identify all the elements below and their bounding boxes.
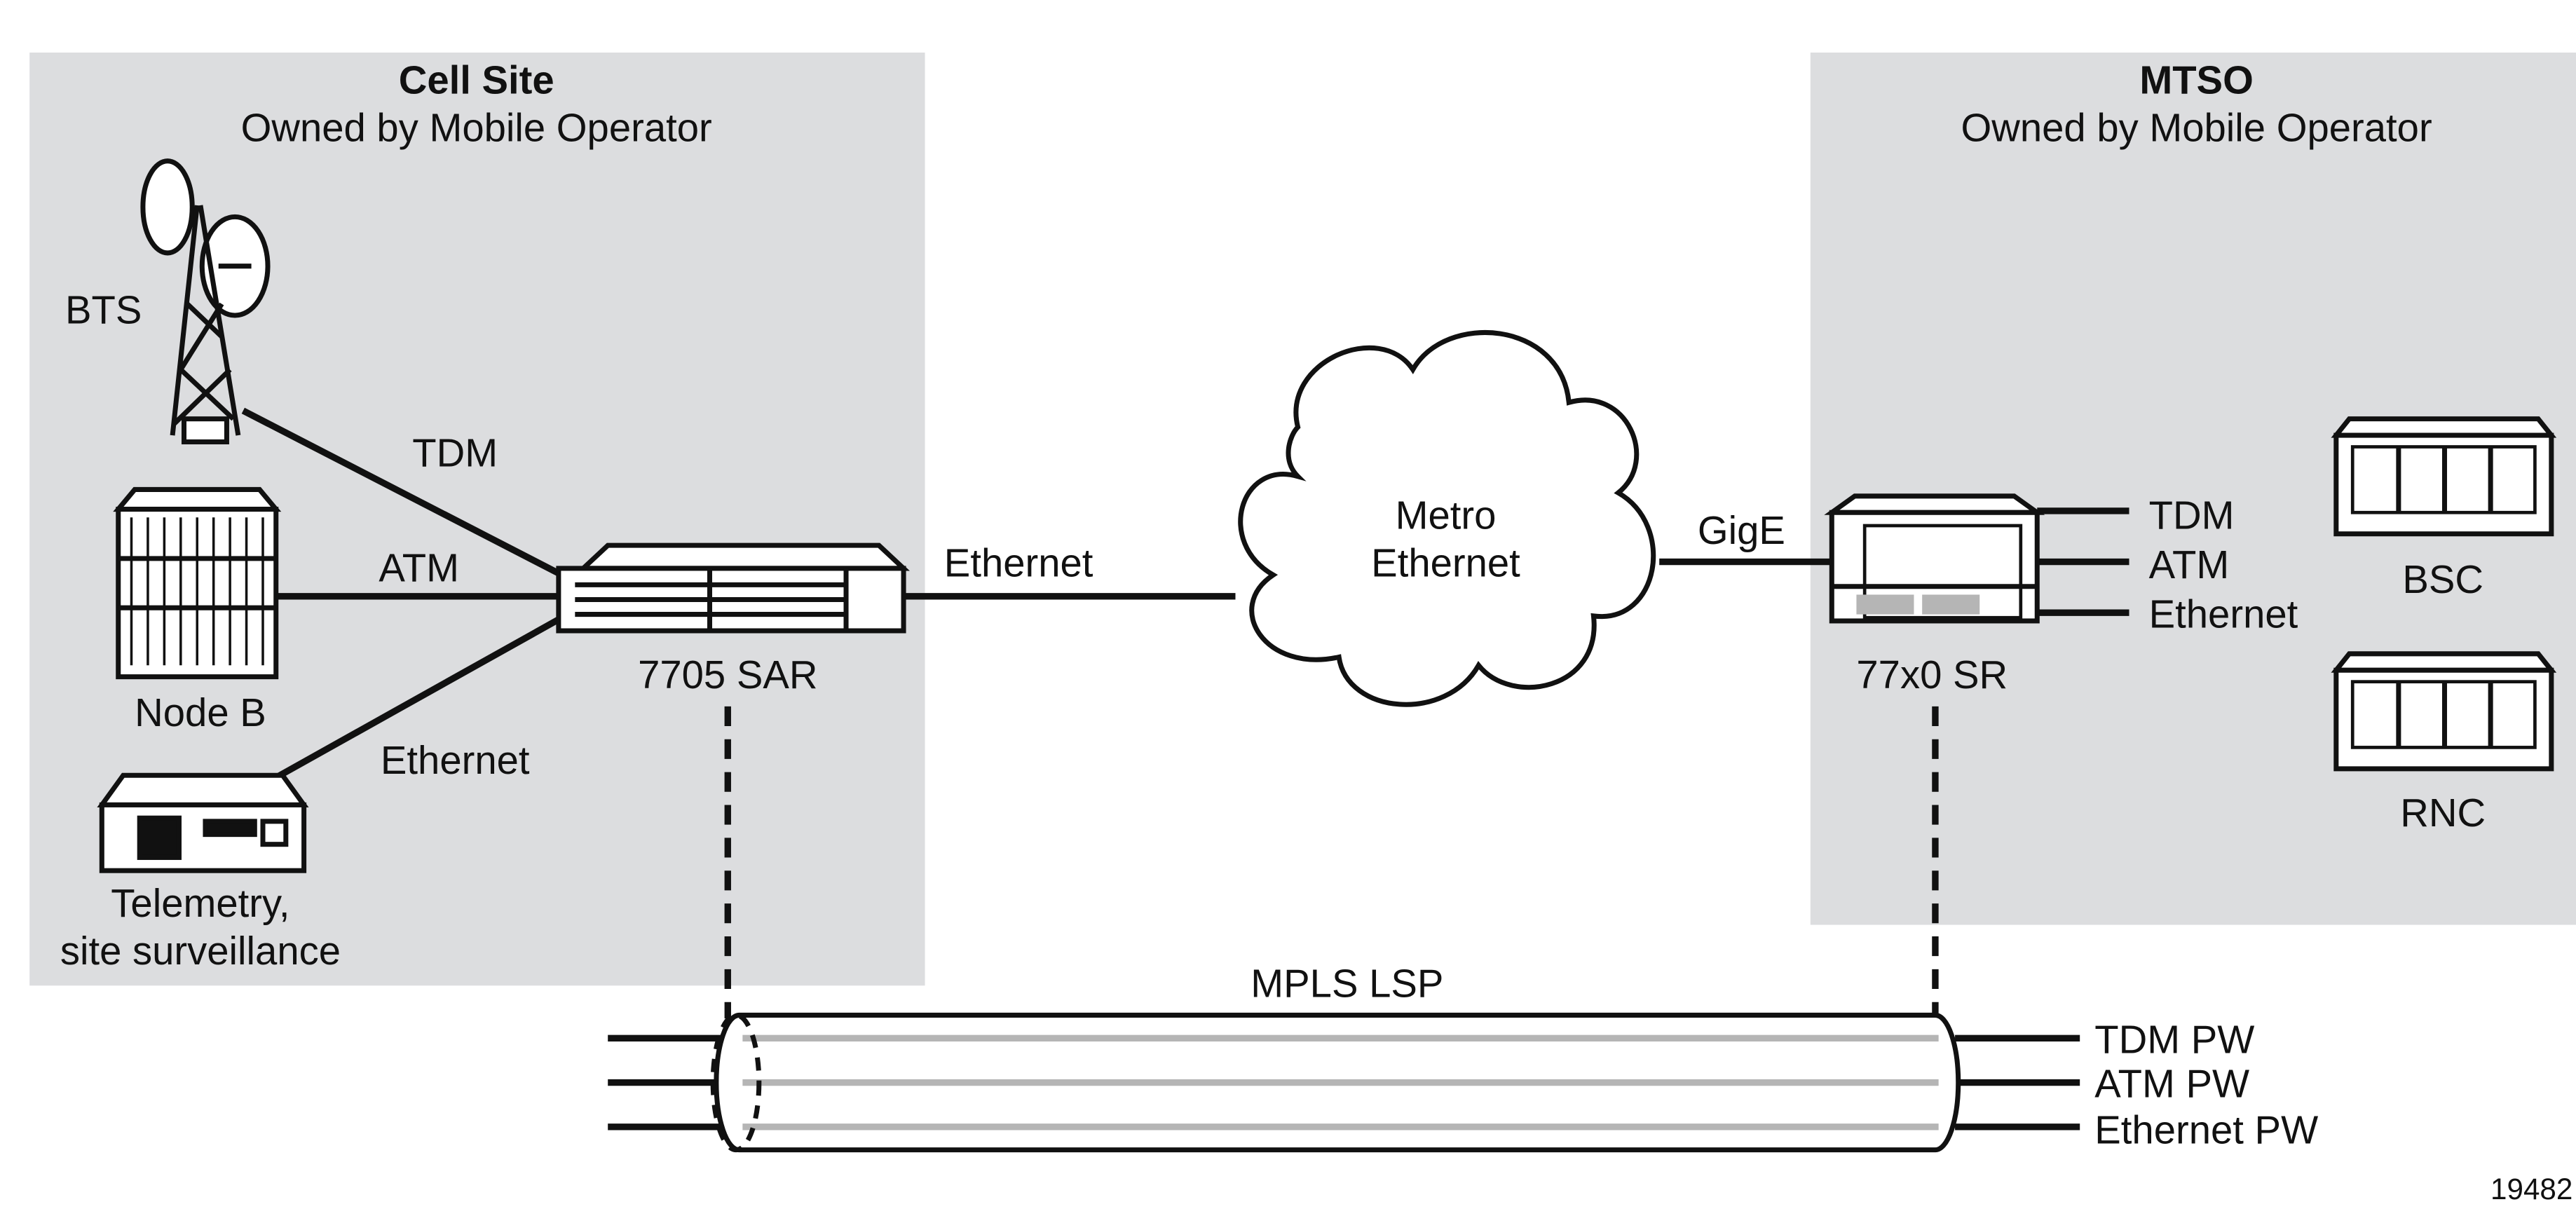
cell-site-title: Cell Site (399, 58, 554, 102)
gige-label: GigE (1698, 508, 1785, 552)
node-b-label: Node B (135, 690, 266, 735)
sr-ethernet-label: Ethernet (2149, 592, 2298, 636)
bts-label: BTS (65, 288, 142, 332)
telemetry-label-line2: site surveillance (60, 929, 341, 973)
sar-router-icon (556, 542, 910, 634)
ethernet-link-label: Ethernet (381, 738, 530, 782)
bsc-icon (2331, 416, 2557, 537)
tdm-link-label: TDM (412, 431, 498, 475)
lsp-endpoint-dashes (724, 706, 1939, 1019)
bts-tower-icon (140, 158, 271, 444)
atm-link-label: ATM (379, 546, 459, 590)
sar-label: 7705 SAR (638, 653, 817, 697)
atm-pw-label: ATM PW (2094, 1062, 2249, 1106)
sr-router-icon (1824, 493, 2045, 624)
tdm-pw-label: TDM PW (2094, 1017, 2254, 1061)
cloud-label-line2: Ethernet (1371, 541, 1520, 585)
node-b-icon (113, 486, 282, 680)
metro-ethernet-cloud-icon (1238, 330, 1656, 707)
cell-site-subtitle: Owned by Mobile Operator (241, 106, 712, 150)
figure-id: 19482 (2490, 1173, 2572, 1205)
mpls-lsp-label: MPLS LSP (1250, 962, 1443, 1006)
rnc-label: RNC (2400, 791, 2486, 835)
mtso-subtitle: Owned by Mobile Operator (1961, 106, 2432, 150)
bsc-label: BSC (2402, 557, 2483, 601)
mpls-lsp-tube (608, 1012, 2080, 1153)
ethernet-pw-label: Ethernet PW (2094, 1107, 2318, 1152)
links (241, 407, 2129, 784)
sr-tdm-label: TDM (2149, 493, 2235, 538)
sr-label: 77x0 SR (1856, 653, 2008, 697)
mtso-title: MTSO (2139, 58, 2254, 102)
sar-uplink-label: Ethernet (944, 541, 1093, 585)
sr-atm-label: ATM (2149, 542, 2230, 587)
telemetry-label-line1: Telemetry, (111, 881, 289, 925)
telemetry-device-icon (97, 772, 309, 873)
cloud-label-line1: Metro (1396, 493, 1497, 538)
rnc-icon (2331, 651, 2557, 772)
